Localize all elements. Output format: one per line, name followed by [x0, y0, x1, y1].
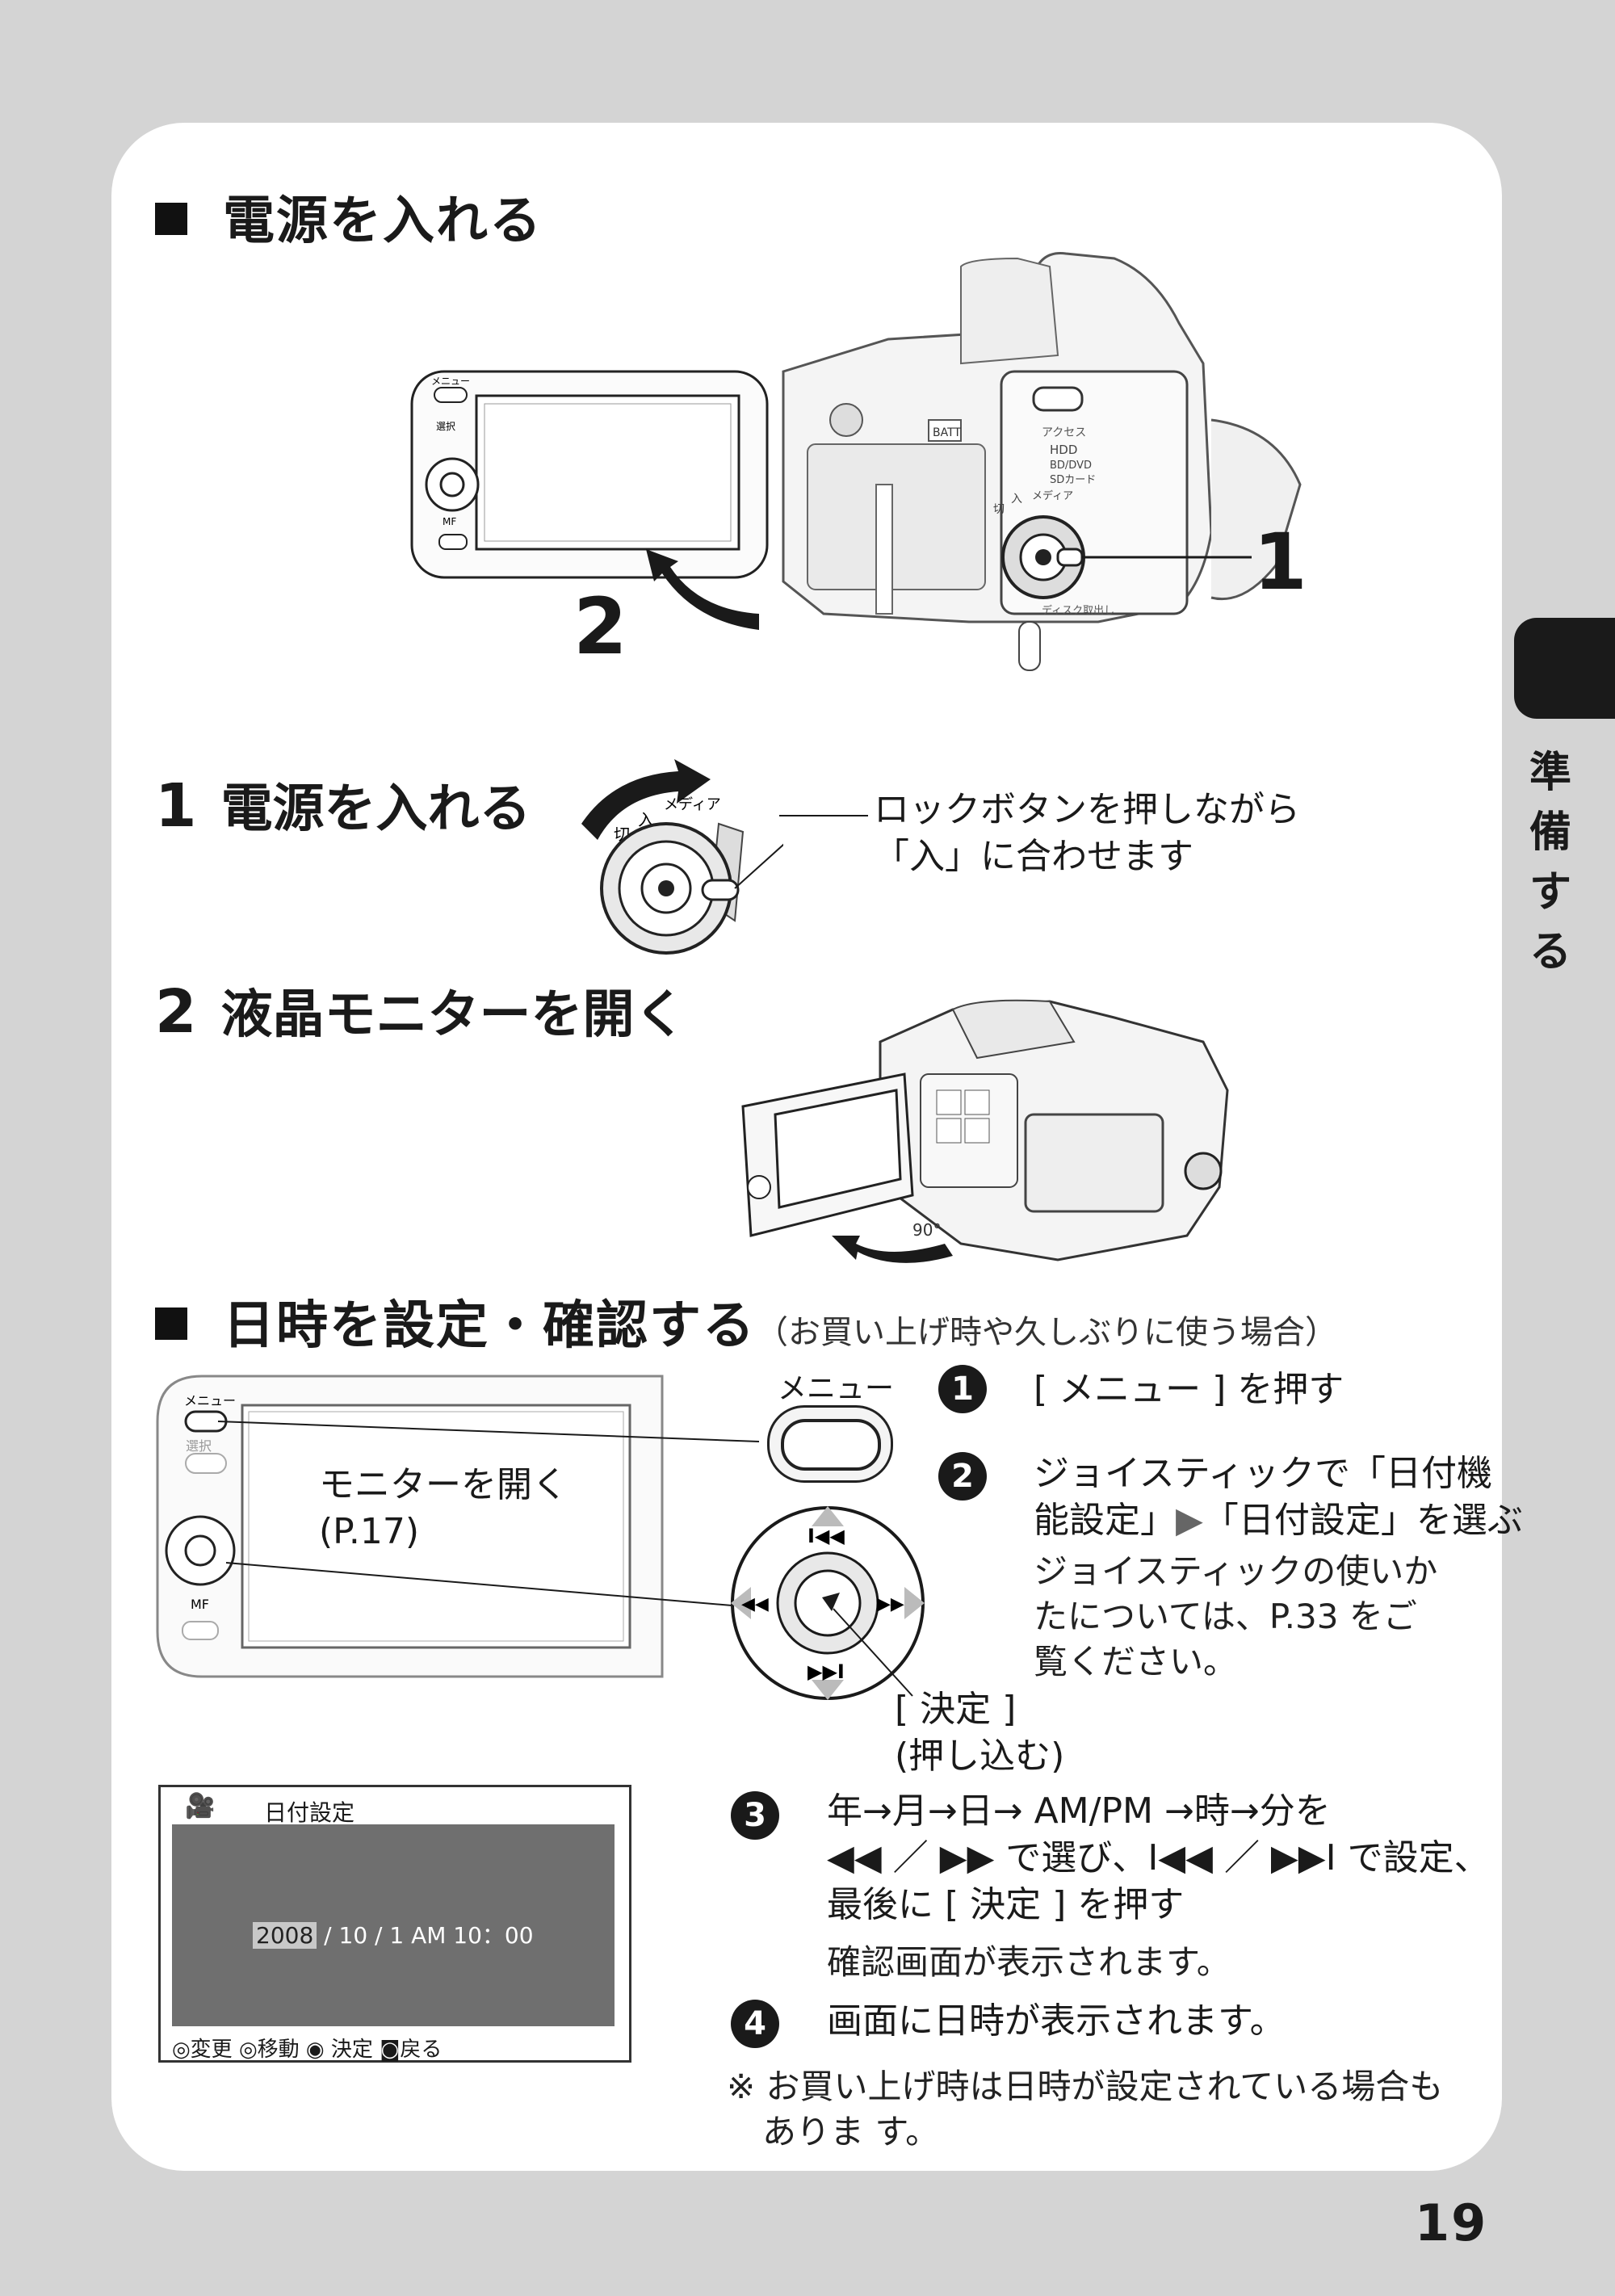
- chapter-label-char: 準: [1529, 749, 1571, 797]
- instruction-3-sub: 確認画面が表示されます。: [827, 1942, 1231, 1982]
- power-section-heading: 電源を入れる: [155, 179, 543, 254]
- rewind-icon: ◀◀: [741, 1594, 769, 1614]
- instruction-1-badge: 1: [938, 1365, 987, 1413]
- datetime-heading-note: （お買い上げ時や久しぶりに使う場合）: [756, 1314, 1337, 1351]
- instruction-2-badge: 2: [938, 1452, 987, 1501]
- step1-desc-line2: 「入」に合わせます: [874, 836, 1193, 877]
- instruction-1-text: [ メニュー ] を押す: [1034, 1369, 1344, 1410]
- date-screen-footer: ◎変更 ◎移動 ◉ 決定 ◙戻る: [172, 2038, 443, 2062]
- instruction-2-text: ジョイスティックで「日付機 能設定」▶「日付設定」を選ぶ ジョイスティックの使い…: [1034, 1450, 1523, 1685]
- instruction-4-text: 画面に日時が表示されます。: [827, 2000, 1286, 2042]
- chapter-label-char: る: [1529, 928, 1571, 976]
- instruction-3-line3: 最後に [ 決定 ] を押す: [827, 1884, 1185, 1925]
- date-value: 2008 / 10 / 1 AM 10：00: [253, 1918, 534, 1950]
- menu-label-top: メニュー: [431, 376, 470, 387]
- media-label-top: メディア: [1032, 489, 1073, 502]
- date-setting-screen: 🎥 日付設定 2008 / 10 / 1 AM 10：00 ◎変更 ◎移動 ◉ …: [158, 1785, 631, 2063]
- power-dial-illustration: 切 入 メディア: [581, 759, 783, 955]
- angle-90-label: 90°: [912, 1220, 941, 1240]
- date-screen-title: 日付設定: [264, 1799, 355, 1826]
- instruction-3-line1: 年→月→日→ AM/PM →時→分を: [827, 1790, 1331, 1832]
- date-rest: / 10 / 1 AM 10：00: [317, 1922, 534, 1949]
- step2-heading: 2 液晶モニターを開く: [155, 973, 686, 1047]
- mf-label-top: MF: [443, 516, 456, 527]
- skip-prev-icon: I◀◀: [808, 1525, 845, 1547]
- bddvd-label: BD/DVD: [1050, 460, 1092, 472]
- badge-1: 1: [938, 1365, 987, 1413]
- monitor-open-line2: (P.17): [319, 1511, 419, 1552]
- disc-eject-label: ディスク取出し: [1042, 604, 1114, 617]
- badge-4: 4: [731, 2000, 779, 2048]
- joystick-illustration: I◀◀ ▶▶I ◀◀ ▶▶: [731, 1506, 925, 1700]
- decide-line2: (押し込む): [895, 1736, 1065, 1777]
- date-year: 2008: [253, 1922, 317, 1949]
- arrow-right-icon: ▶: [1176, 1500, 1203, 1541]
- step1-leader-line: [779, 815, 868, 816]
- instruction-3-line2a: ◀◀ ／ ▶▶ で選び、: [827, 1837, 1148, 1878]
- monitor-open-line1: モニターを開く: [319, 1464, 568, 1505]
- camcorder-open-illustration: 90°: [741, 999, 1229, 1263]
- camcorder-top-illustration: BATT アクセス HDD BD/DVD SDカード 切 入 メディア ディスク…: [410, 252, 1302, 671]
- instruction-2-line2b: 「日付設定」を選ぶ: [1202, 1500, 1523, 1541]
- square-bullet-icon: [155, 203, 187, 236]
- square-bullet-icon: [155, 1308, 187, 1341]
- sd-label: SDカード: [1050, 474, 1096, 486]
- chapter-label-char: す: [1529, 868, 1571, 917]
- step2-title: 液晶モニターを開く: [220, 985, 686, 1045]
- monitor-open-text: モニターを開く (P.17): [319, 1462, 568, 1555]
- instruction-2-line2: 能設定」▶「日付設定」を選ぶ: [1034, 1497, 1523, 1544]
- instruction-3-badge: 3: [731, 1791, 779, 1840]
- access-label: アクセス: [1042, 426, 1086, 439]
- batt-label: BATT: [933, 426, 961, 439]
- date-screen-body: 2008 / 10 / 1 AM 10：00: [172, 1824, 615, 2026]
- kiri-label-top: 切: [993, 503, 1005, 516]
- monitor-mf-label: MF: [191, 1597, 209, 1612]
- page-number: 19: [1415, 2193, 1488, 2252]
- step2-number: 2: [155, 977, 197, 1047]
- dial-media: メディア: [664, 796, 721, 813]
- badge-2: 2: [938, 1452, 987, 1501]
- monitor-select-label: 選択: [186, 1438, 212, 1454]
- footnote-line1: ※ お買い上げ時は日時が設定されている場合も: [727, 2067, 1444, 2106]
- datetime-heading-text: 日時を設定・確認する: [223, 1296, 756, 1356]
- instruction-2-line1: ジョイスティックで「日付機: [1034, 1453, 1493, 1494]
- menu-button-illustration: [767, 1405, 893, 1483]
- chapter-tab: [1514, 618, 1615, 719]
- instruction-2-line2a: 能設定」: [1034, 1500, 1176, 1541]
- decide-label: [ 決定 ] (押し込む): [895, 1686, 1064, 1780]
- step1-number: 1: [155, 771, 197, 841]
- hdd-label: HDD: [1050, 443, 1077, 457]
- monitor-menu-label: メニュー: [184, 1393, 236, 1408]
- datetime-section-heading: 日時を設定・確認する（お買い上げ時や久しぶりに使う場合）: [155, 1284, 1337, 1358]
- step1-desc: ロックボタンを押しながら 「入」に合わせます: [874, 787, 1300, 880]
- power-heading-text: 電源を入れる: [223, 191, 543, 251]
- step1-title: 電源を入れる: [220, 779, 531, 839]
- instruction-2-sub2: たについては、P.33 をご: [1034, 1597, 1417, 1636]
- footnote: ※ お買い上げ時は日時が設定されている場合も ありま す。: [727, 2064, 1443, 2155]
- badge-3: 3: [731, 1791, 779, 1840]
- camera-mode-icon: 🎥: [185, 1792, 216, 1820]
- instruction-3-line2b: I◀◀ ／ ▶▶I で設定、: [1147, 1837, 1490, 1878]
- select-label-top: 選択: [436, 421, 455, 432]
- chapter-label-char: 備: [1529, 808, 1571, 857]
- callout-1: 1: [1253, 517, 1307, 607]
- decide-line1: [ 決定 ]: [895, 1689, 1017, 1730]
- callout-2: 2: [573, 581, 627, 672]
- menu-button-label: メニュー: [778, 1372, 895, 1405]
- instruction-2-sub3: 覧ください。: [1034, 1642, 1238, 1681]
- fast-forward-icon: ▶▶: [877, 1594, 904, 1614]
- chapter-label: 準 備 す る: [1518, 743, 1583, 982]
- pointer-lines: [217, 1421, 760, 1608]
- instruction-3-line2: ◀◀ ／ ▶▶ で選び、I◀◀ ／ ▶▶I で設定、: [827, 1835, 1490, 1882]
- iri-label-top: 入: [1011, 493, 1022, 506]
- step1-desc-line1: ロックボタンを押しながら: [874, 789, 1300, 830]
- instruction-4-badge: 4: [731, 2000, 779, 2048]
- instruction-3-text: 年→月→日→ AM/PM →時→分を ◀◀ ／ ▶▶ で選び、I◀◀ ／ ▶▶I…: [827, 1788, 1490, 1985]
- monitor-panel-illustration: メニュー 選択 MF: [156, 1375, 664, 1678]
- footnote-line2: ありま す。: [762, 2112, 940, 2151]
- skip-next-icon: ▶▶I: [808, 1660, 845, 1683]
- step1-heading: 1 電源を入れる: [155, 767, 531, 842]
- instruction-2-sub1: ジョイスティックの使いか: [1034, 1551, 1438, 1591]
